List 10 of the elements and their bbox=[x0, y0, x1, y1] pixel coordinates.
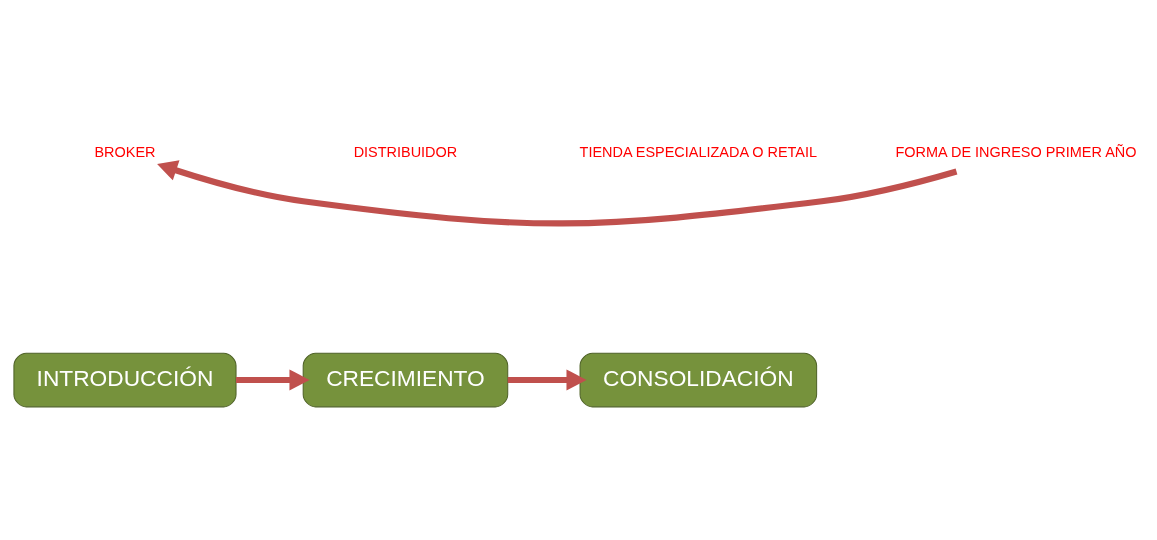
node-text: BROKER bbox=[94, 143, 156, 160]
node-box: CRECIMIENTO bbox=[302, 352, 509, 407]
node-text: TIENDA ESPECIALIZADA O RETAIL bbox=[579, 143, 818, 160]
node-text: DISTRIBUIDOR bbox=[353, 143, 458, 160]
node-text: FORMA DE INGRESO PRIMER AÑO bbox=[895, 143, 1137, 160]
arrow bbox=[236, 368, 310, 391]
arrow bbox=[507, 368, 587, 391]
node-box: INTRODUCCIÓN bbox=[13, 352, 237, 407]
arrow bbox=[157, 159, 958, 226]
node-box: CONSOLIDACIÓN bbox=[579, 352, 818, 407]
